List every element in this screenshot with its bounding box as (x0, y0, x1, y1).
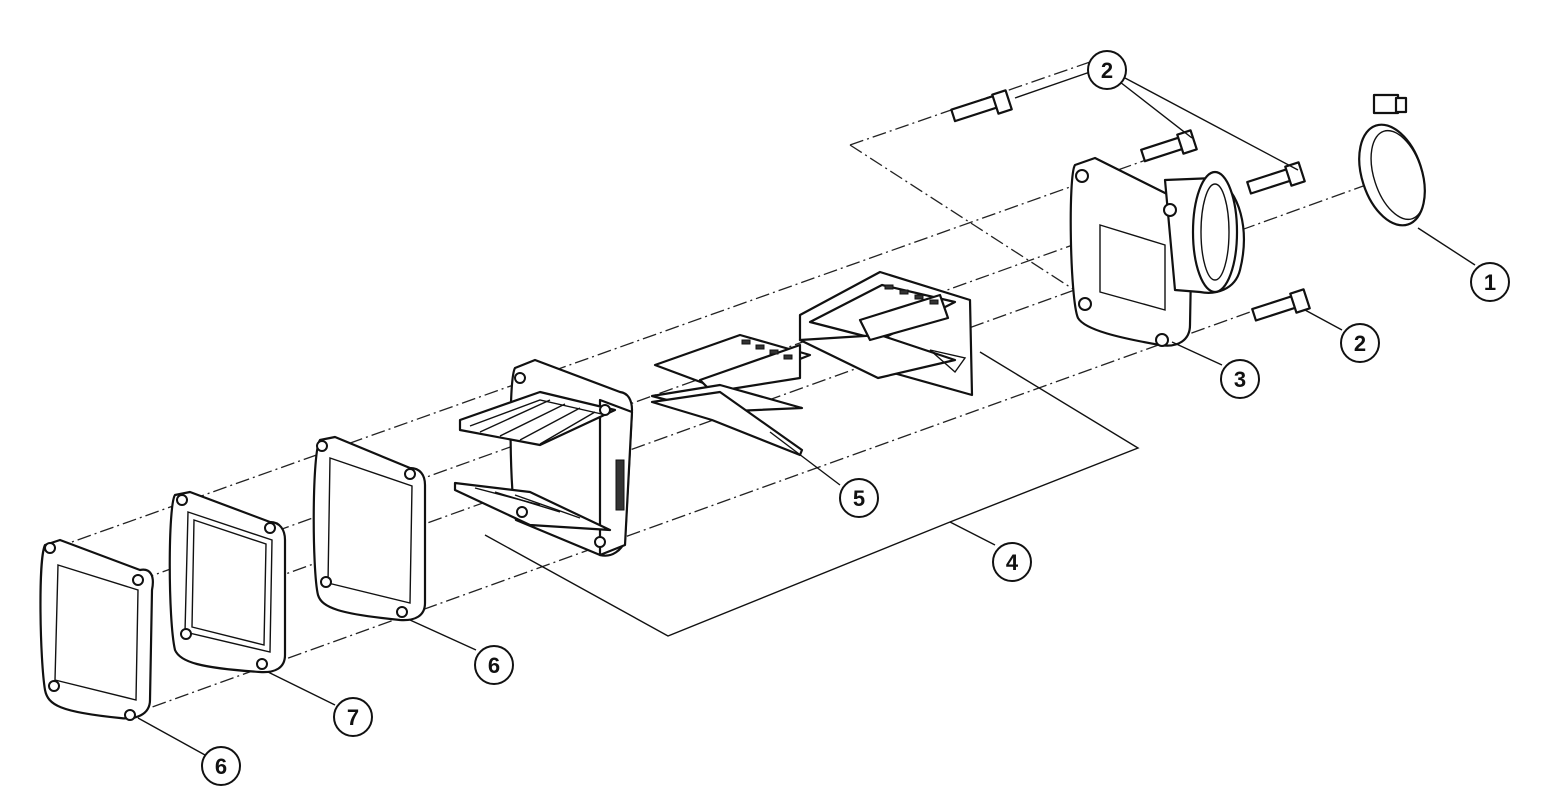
gasket-left (39, 538, 154, 721)
bolt-top (950, 89, 1013, 123)
leader-lines (137, 71, 1476, 756)
hose-clamp (1358, 93, 1426, 227)
gasket-middle (168, 490, 287, 674)
gasket-right (312, 435, 427, 622)
callout-2-lower: 2 (1340, 323, 1380, 363)
svg-text:4: 4 (1006, 550, 1019, 575)
reed-block (453, 358, 634, 557)
bolt-mid (1140, 129, 1198, 163)
svg-text:7: 7 (347, 705, 359, 730)
callout-1: 1 (1470, 262, 1510, 302)
svg-text:6: 6 (215, 754, 227, 779)
bolt-right (1246, 161, 1306, 195)
callout-6-right: 6 (474, 645, 514, 685)
callout-5: 5 (839, 478, 879, 518)
svg-text:6: 6 (488, 653, 500, 678)
callout-3: 3 (1220, 359, 1260, 399)
svg-text:2: 2 (1354, 331, 1366, 356)
svg-text:2: 2 (1101, 58, 1113, 83)
svg-text:5: 5 (853, 486, 865, 511)
svg-text:3: 3 (1234, 367, 1246, 392)
callout-6-left: 6 (201, 746, 241, 786)
bolt-lower (1251, 288, 1311, 322)
reed-cage (798, 270, 974, 397)
callout-7: 7 (333, 697, 373, 737)
reed-petals (650, 333, 812, 457)
svg-text:1: 1 (1484, 270, 1496, 295)
callout-2-top: 2 (1087, 50, 1127, 90)
intake-manifold (1069, 156, 1245, 347)
callout-4: 4 (992, 542, 1032, 582)
